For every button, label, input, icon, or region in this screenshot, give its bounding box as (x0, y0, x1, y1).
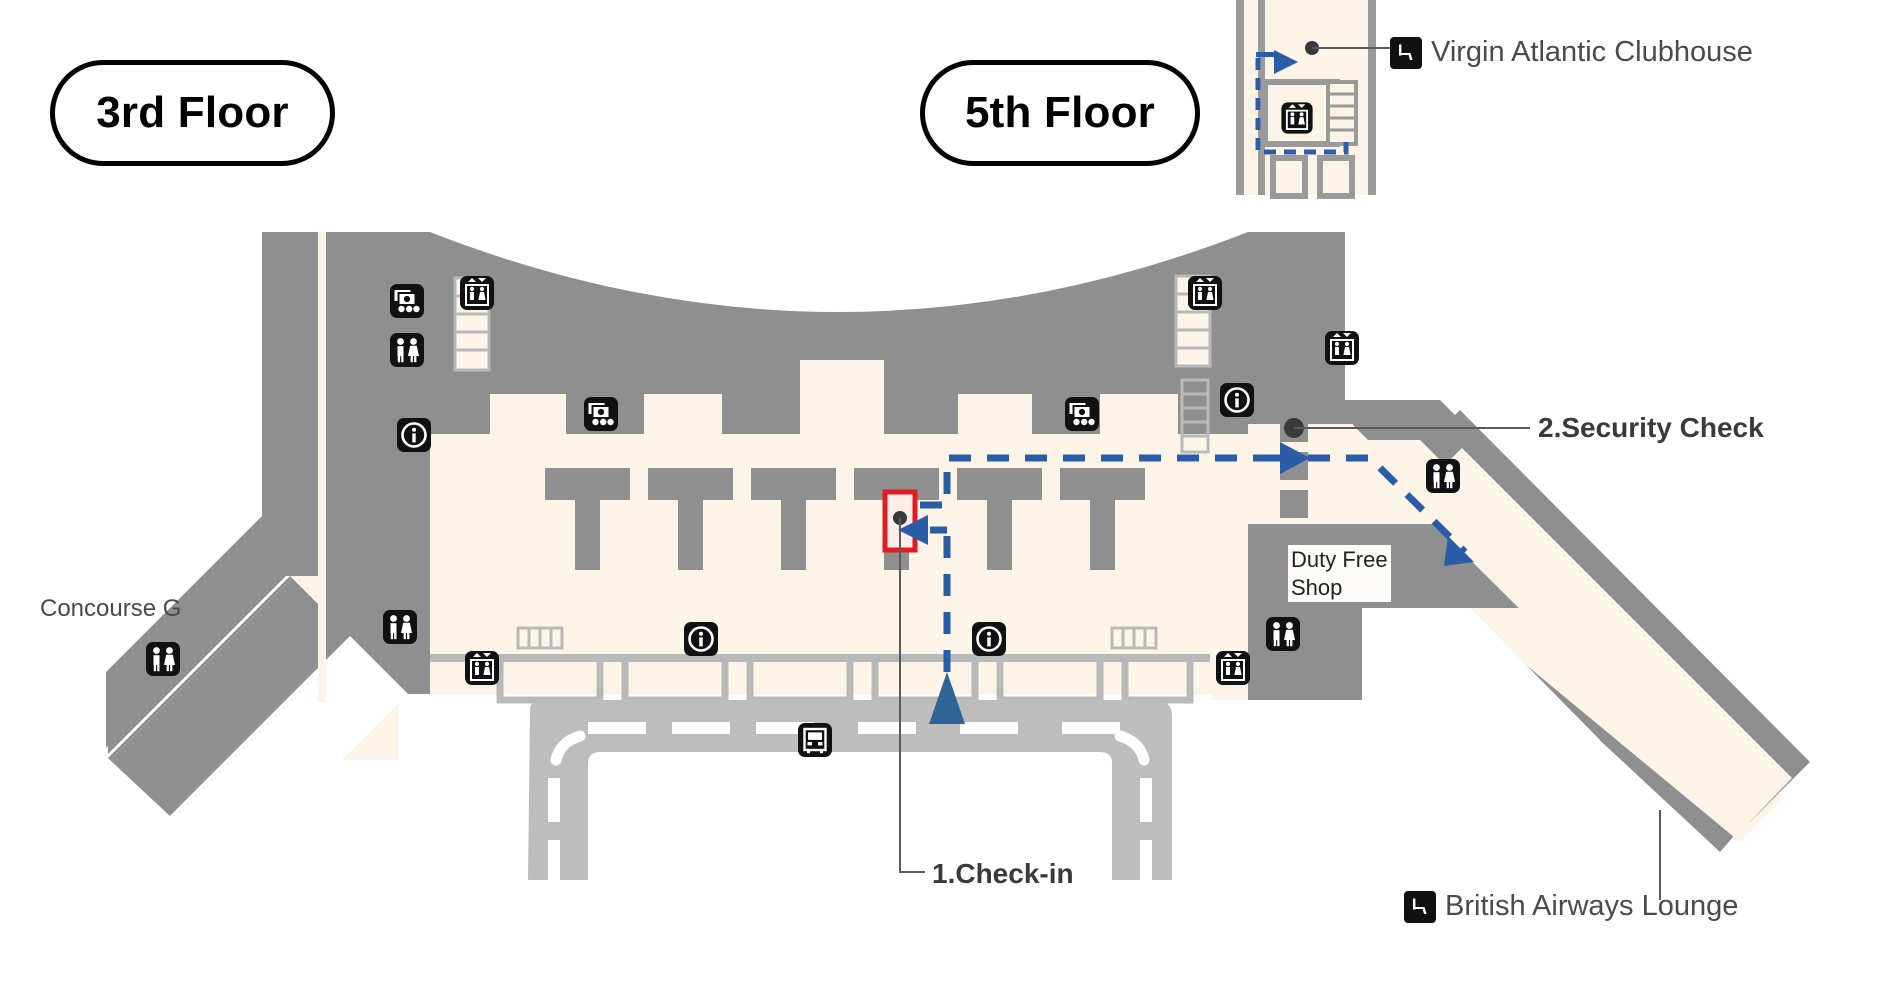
step-label-checkin: 1.Check-in (932, 858, 1074, 889)
checkin-desks (545, 468, 1145, 570)
elevator-icon (1187, 275, 1223, 311)
floor-badge-inset-label: 5th Floor (964, 88, 1155, 137)
information-icon (1218, 381, 1256, 419)
escalator-marks-bottom (516, 626, 1158, 650)
elevator-icon (464, 650, 500, 686)
elevator-icon (459, 275, 495, 311)
duty-free-line-2: Shop (1291, 574, 1343, 600)
elevator-icon (1215, 650, 1251, 686)
currency-exchange-icon (389, 283, 425, 319)
restroom-icon (383, 610, 417, 644)
route-start-triangle (929, 672, 965, 724)
leader-lines (899, 427, 1661, 900)
floor-badge-inset[interactable]: 5th Floor (920, 60, 1200, 166)
duty-free-shop-label: Duty Free Shop (1288, 545, 1391, 602)
restroom-icon (390, 333, 424, 367)
step-label-security: 2.Security Check (1538, 412, 1764, 443)
lounge-seat-icon (1404, 890, 1436, 923)
floor-badge-main[interactable]: 3rd Floor (50, 60, 335, 166)
terminal-final (0, 210, 1900, 910)
route-arrow-diag (1444, 536, 1474, 566)
lounge-label-virgin-text: Virgin Atlantic Clubhouse (1431, 36, 1753, 68)
restroom-icon (1266, 617, 1300, 651)
left-gate-dots (368, 424, 394, 552)
currency-exchange-icon (1064, 396, 1100, 432)
restroom-icon (1426, 459, 1460, 493)
lounge-seat-icon (1390, 36, 1422, 69)
inset-route-arrow (1274, 50, 1298, 74)
fifth-floor-inset-map (1236, 0, 1403, 199)
lounge-label-ba-text: British Airways Lounge (1445, 890, 1739, 922)
escalator-right (1180, 378, 1210, 454)
information-icon (395, 416, 433, 454)
information-icon (970, 620, 1008, 658)
route-arrow-right (1280, 442, 1310, 474)
currency-exchange-icon (583, 396, 619, 432)
bus-icon (796, 721, 834, 759)
wayfinding-route (898, 442, 1474, 724)
information-icon (682, 620, 720, 658)
duty-free-line-1: Duty Free (1291, 547, 1388, 572)
lounge-label-virgin: Virgin Atlantic Clubhouse (1390, 36, 1753, 69)
floor-badge-main-label: 3rd Floor (96, 88, 289, 137)
lounge-label-ba: British Airways Lounge (1404, 890, 1738, 923)
route-arrow-left (898, 515, 928, 545)
concourse-label: Concourse G (40, 595, 182, 622)
roadway (528, 700, 1172, 882)
restroom-icon (146, 642, 180, 676)
elevator-icon (1324, 330, 1360, 366)
